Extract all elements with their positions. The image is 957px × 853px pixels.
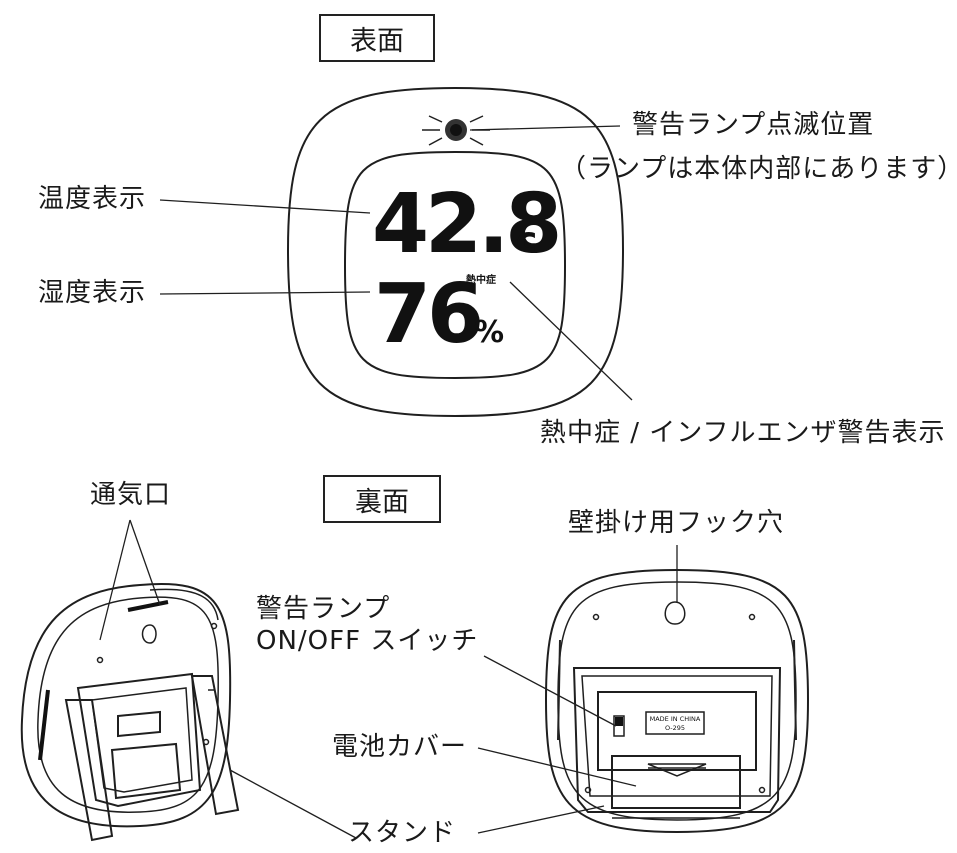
angled-hook-hole	[141, 624, 157, 644]
leader-vent-2	[129, 519, 161, 606]
wall-hook-hole-icon	[664, 601, 686, 625]
flat-outer-case	[544, 568, 810, 834]
label-lamp-note: （ランプは本体内部にあります）	[560, 154, 957, 184]
front-outer-case	[286, 86, 625, 418]
angled-inner-rim	[37, 596, 219, 813]
front-heading-text: 表面	[350, 25, 404, 57]
front-device: 42.8 c 76 % 熱中症	[286, 86, 625, 418]
angled-stand	[64, 672, 240, 842]
leader-vent-1	[99, 519, 131, 641]
leader-warning	[509, 281, 633, 401]
back-angled-device	[20, 583, 240, 842]
battery-cover-arrow-icon	[647, 763, 707, 777]
flat-stand	[572, 667, 782, 813]
sticker-line1: MADE IN CHINA	[650, 715, 701, 723]
label-warning-display: 熱中症 / インフルエンザ警告表示	[540, 418, 946, 448]
leader-humidity	[159, 291, 371, 295]
label-lamp-position: 警告ランプ点滅位置	[632, 110, 875, 140]
lcd-humidity: 76	[374, 267, 480, 362]
label-temperature-display: 温度表示	[38, 184, 147, 214]
back-flat-device: MADE IN CHINA O-295	[544, 568, 810, 834]
flat-inner-panel	[597, 691, 757, 771]
label-vent: 通気口	[90, 480, 172, 510]
leader-lamp	[469, 125, 621, 131]
front-heading: 表面	[319, 14, 435, 62]
leader-battery	[477, 747, 637, 787]
label-lamp-switch-line1: 警告ランプ	[256, 594, 391, 624]
leader-stand	[229, 769, 357, 839]
lcd-heatstroke-mark: 熱中症	[466, 273, 496, 286]
lamp-switch[interactable]	[613, 715, 625, 737]
lcd-temperature-unit: c	[516, 220, 537, 261]
sticker	[645, 711, 705, 735]
lcd-window	[343, 150, 567, 380]
leader-switch	[483, 655, 617, 727]
label-battery-cover: 電池カバー	[332, 732, 468, 762]
lcd-humidity-unit: %	[474, 315, 504, 350]
label-lamp-switch-line2: ON/OFF スイッチ	[256, 626, 479, 656]
flat-inner-rim	[557, 581, 797, 821]
battery-cover[interactable]	[611, 755, 741, 809]
back-heading-text: 裏面	[355, 486, 409, 518]
label-wall-hook-hole: 壁掛け用フック穴	[568, 508, 785, 538]
leader-stand-right	[477, 805, 605, 834]
back-heading: 裏面	[323, 475, 441, 523]
lcd-temperature: 42.8	[372, 177, 558, 272]
leader-temperature	[159, 199, 371, 214]
angled-outer-case	[20, 583, 232, 828]
sticker-line2: O-295	[665, 724, 685, 732]
label-stand: スタンド	[348, 818, 457, 848]
label-humidity-display: 湿度表示	[38, 278, 147, 308]
angled-vent-slot	[127, 600, 169, 612]
